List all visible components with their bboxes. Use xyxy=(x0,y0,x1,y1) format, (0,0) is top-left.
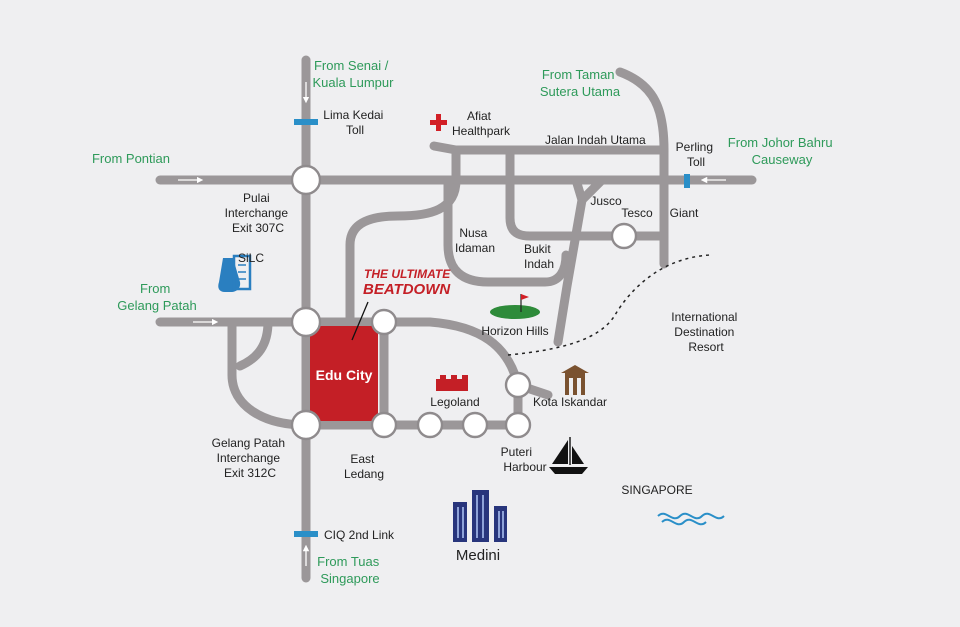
lab-flask-icon xyxy=(218,254,252,292)
buildings-icon xyxy=(453,490,507,542)
bukit-indah-label: Bukit Indah xyxy=(524,242,554,271)
puteri-harbour-junction[interactable] xyxy=(504,411,532,439)
legoland-junction[interactable] xyxy=(461,411,489,439)
perling-toll-label: Perling Toll xyxy=(676,140,717,169)
road-taman-sutera xyxy=(615,67,669,155)
edu-city-north-junction[interactable] xyxy=(370,308,398,336)
dotted-boundary xyxy=(507,254,711,356)
perling-toll-marker xyxy=(684,174,690,188)
kota-iskandar-junction[interactable] xyxy=(504,371,532,399)
from-johor-bahru-label: From Johor Bahru Causeway xyxy=(728,135,836,167)
southern-junction-1[interactable] xyxy=(416,411,444,439)
interchanges xyxy=(290,164,638,441)
gelang-patah-junction[interactable] xyxy=(290,306,322,338)
road-nusa-loop xyxy=(443,175,571,287)
gelang-patah-interchange[interactable] xyxy=(290,409,322,441)
road-ultimate-link xyxy=(345,175,461,327)
golf-flag-icon xyxy=(490,294,540,319)
edu-city-label: Edu City xyxy=(316,367,373,383)
from-senai-label: From Senai / Kuala Lumpur xyxy=(313,58,395,90)
pulai-interchange[interactable] xyxy=(290,164,322,196)
lima-kedai-toll-marker xyxy=(294,119,318,125)
puteri-harbour-label: Puteri Harbour xyxy=(501,445,547,474)
kota-iskandar-label: Kota Iskandar xyxy=(533,395,607,409)
east-ledang-junction[interactable] xyxy=(370,411,398,439)
logo-line-1: THE ULTIMATE xyxy=(364,267,451,281)
east-ledang-label: East Ledang xyxy=(344,452,384,481)
direction-arrows xyxy=(178,82,726,566)
lima-kedai-toll-label: Lima Kedai Toll xyxy=(323,108,386,137)
singapore-label: SINGAPORE xyxy=(621,483,692,497)
road-west-loop xyxy=(227,317,311,430)
legoland-label: Legoland xyxy=(430,395,479,409)
horizon-hills-label: Horizon Hills xyxy=(481,324,548,338)
lego-brick-icon xyxy=(436,375,468,391)
from-tuas-label: From Tuas Singapore xyxy=(317,554,383,586)
ultimate-pointer xyxy=(351,301,369,341)
wave-icon xyxy=(657,512,725,526)
gelang-patah-interchange-label: Gelang Patah Interchange Exit 312C xyxy=(212,436,289,480)
road-network xyxy=(155,55,757,583)
tesco-label: Tesco xyxy=(621,206,653,220)
ultimate-beatdown-logo: THE ULTIMATE BEATDOWN xyxy=(363,267,451,298)
road-bukit-inner xyxy=(505,145,669,241)
nusa-idaman-label: Nusa Idaman xyxy=(455,226,495,255)
logo-line-2: BEATDOWN xyxy=(363,281,451,298)
road-jusco-link xyxy=(553,175,587,347)
afiat-healthpark-label: Afiat Healthpark xyxy=(452,109,511,138)
jusco-label: Jusco xyxy=(590,194,622,208)
silc-label: SiLC xyxy=(238,251,264,265)
ciq-toll-marker xyxy=(294,531,318,537)
hospital-cross-icon xyxy=(430,114,447,131)
sailboat-icon xyxy=(549,437,588,474)
giant-label: Giant xyxy=(670,206,699,220)
international-destination-resort-label: International Destination Resort xyxy=(671,310,740,354)
ciq-2nd-link-label: CIQ 2nd Link xyxy=(324,528,395,542)
edu-city-block xyxy=(310,326,378,421)
medini-label: Medini xyxy=(456,547,500,564)
road-nusa-bukit-loop xyxy=(451,145,669,269)
jalan-indah-utama-label: Jalan Indah Utama xyxy=(545,133,646,147)
from-gelang-patah-label: From Gelang Patah xyxy=(117,281,197,313)
tower-icon xyxy=(561,365,589,395)
from-taman-label: From Taman Sutera Utama xyxy=(540,67,621,99)
from-pontian-label: From Pontian xyxy=(92,151,170,166)
road-jusco-spur xyxy=(577,175,607,205)
pulai-interchange-label: Pulai Interchange Exit 307C xyxy=(225,191,292,235)
tesco-junction[interactable] xyxy=(610,222,638,250)
road-west-loop-inner xyxy=(235,317,273,371)
